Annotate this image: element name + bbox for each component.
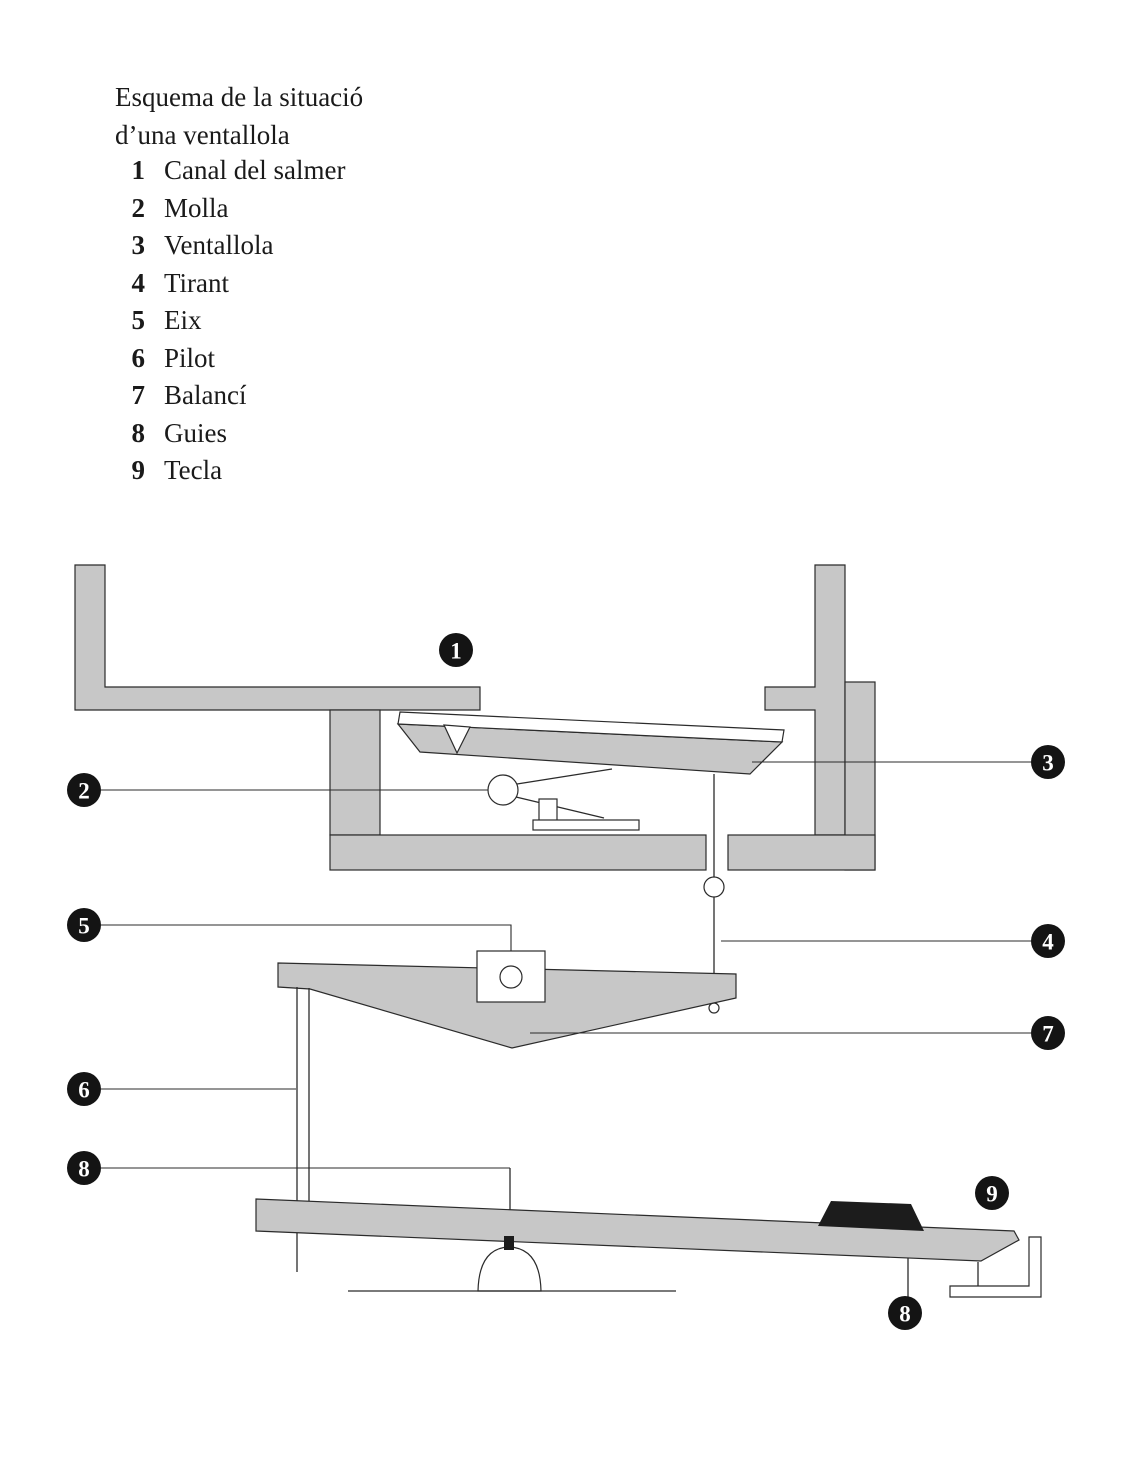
callout-circle-8-bottom — [888, 1296, 922, 1330]
key-tecla — [255, 1198, 1042, 1298]
legend-item-guies: 8 Guies — [115, 415, 345, 453]
callout-number-5: 5 — [78, 914, 90, 939]
legend-label: Eix — [164, 305, 202, 335]
legend-item-tecla: 9 Tecla — [115, 452, 345, 490]
callout-3: 3 — [1031, 745, 1065, 779]
diagram-title: Esquema de la situació d’una ventallola — [115, 78, 363, 154]
windchest-structure — [74, 564, 876, 871]
callout-circle-7 — [1031, 1016, 1065, 1050]
callout-6: 6 — [67, 1072, 101, 1106]
callout-number-2: 2 — [78, 779, 90, 804]
legend-number: 5 — [131, 305, 146, 335]
pallet-ventallola — [396, 711, 785, 775]
balance-pin-shape — [504, 1236, 514, 1250]
legend-number: 8 — [131, 417, 146, 448]
tirant-eye-circle — [703, 876, 725, 898]
callout-number-4: 4 — [1042, 930, 1054, 955]
callout-9: 9 — [975, 1176, 1009, 1210]
callout-number-3: 3 — [1042, 751, 1054, 776]
legend-label: Tirant — [164, 267, 230, 298]
callout-8-bottom: 8 — [888, 1296, 922, 1330]
legend-number: 7 — [131, 380, 146, 410]
backfall-balanci — [277, 950, 737, 1049]
callout-number-6: 6 — [78, 1078, 90, 1103]
callout-circle-8-left — [67, 1151, 101, 1185]
legend-number: 9 — [131, 455, 146, 485]
callout-number-8-left: 8 — [78, 1157, 90, 1182]
pallet-top-strip-shape — [397, 711, 785, 743]
legend-number: 4 — [131, 267, 146, 298]
bottom-bar-left-shape — [329, 834, 707, 871]
legend-item-tirant: 4 Tirant — [115, 265, 345, 303]
key-sharp-shape — [818, 1201, 924, 1231]
legend-item-eix: 5 Eix — [115, 302, 345, 340]
leader-lines — [101, 761, 1031, 1169]
legend-label: Guies — [164, 417, 227, 448]
callout-circle-6 — [67, 1072, 101, 1106]
legend-label: Molla — [164, 192, 229, 223]
legend-label: Ventallola — [164, 230, 274, 260]
callout-number-1: 1 — [450, 639, 462, 664]
callout-number-8-bottom: 8 — [899, 1302, 911, 1327]
callout-number-7: 7 — [1042, 1022, 1054, 1047]
leader-line-5 — [101, 924, 512, 951]
right-wall-shape — [764, 564, 846, 836]
callout-circle-4 — [1031, 924, 1065, 958]
legend-item-molla: 2 Molla — [115, 190, 345, 228]
spring-wire-lower — [515, 796, 605, 819]
legend-number: 1 — [131, 155, 146, 185]
callout-4: 4 — [1031, 924, 1065, 958]
callout-circle-5 — [67, 908, 101, 942]
inner-left-block-shape — [329, 709, 381, 836]
callout-2: 2 — [67, 773, 101, 807]
legend-number: 3 — [131, 230, 146, 260]
legend-number: 2 — [131, 192, 146, 223]
callout-5: 5 — [67, 908, 101, 942]
axle-pin-circle — [499, 965, 523, 989]
callout-1: 1 — [439, 633, 473, 667]
callout-circle-2 — [67, 773, 101, 807]
legend-item-pilot: 6 Pilot — [115, 340, 345, 378]
left-wall-shape — [74, 564, 481, 711]
callout-circle-9 — [975, 1176, 1009, 1210]
legend-item-canal-del-salmer: 1 Canal del salmer — [115, 152, 346, 190]
backfall-shape — [277, 962, 737, 1049]
legend-list: 1 Canal del salmer 2 Molla 3 Ventallola … — [115, 152, 346, 490]
tirant-hook-circle — [708, 1002, 720, 1014]
callout-number-9: 9 — [986, 1182, 998, 1207]
spring-base-plate — [532, 819, 640, 831]
balance-dome-shape — [477, 1246, 542, 1292]
legend-label: Pilot — [164, 342, 216, 373]
spring-coil-circle — [487, 774, 519, 806]
legend-item-ventallola: 3 Ventallola — [115, 227, 345, 265]
legend-label: Balancí — [164, 380, 247, 410]
legend-item-balanci: 7 Balancí — [115, 377, 345, 415]
sticker-pilot — [296, 987, 310, 1272]
key-rest-bracket-shape — [949, 1236, 1042, 1298]
legend-number: 6 — [131, 342, 146, 373]
callout-8-left: 8 — [67, 1151, 101, 1185]
spring-wire-upper — [516, 768, 613, 785]
legend-label: Canal del salmer — [164, 155, 346, 185]
title-line-2: d’una ventallola — [115, 120, 290, 150]
pallet-notch-shape — [443, 724, 471, 755]
callout-circle-1 — [439, 633, 473, 667]
title-line-1: Esquema de la situació — [115, 82, 364, 112]
spring-molla — [487, 768, 640, 831]
legend-label: Tecla — [164, 455, 223, 485]
callout-circle-3 — [1031, 745, 1065, 779]
callout-7: 7 — [1031, 1016, 1065, 1050]
bottom-bar-right-shape — [727, 834, 876, 871]
